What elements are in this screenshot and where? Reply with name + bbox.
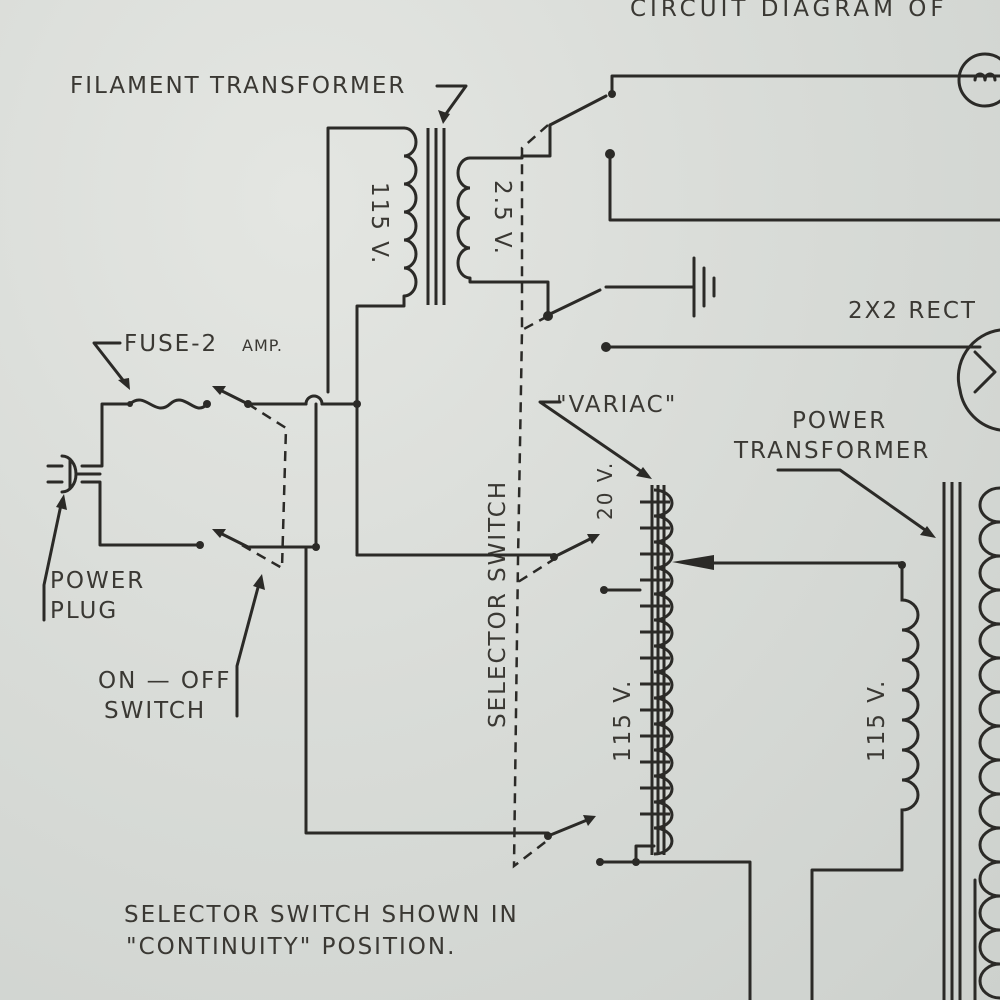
wire-crossover xyxy=(304,394,324,406)
fuse-label-arrow xyxy=(92,341,128,386)
fuse-arrowhead xyxy=(118,378,130,390)
power-plug-icon xyxy=(46,454,102,494)
onoff-arrowhead xyxy=(253,574,265,590)
diagram-title: CIRCUIT DIAGRAM OF xyxy=(630,0,948,22)
rectifier-tube-icon xyxy=(956,328,1000,432)
power-transformer-label-arrow xyxy=(776,468,930,534)
selector-switch-label: SELECTOR SWITCH xyxy=(485,480,511,728)
filament-primary-coil xyxy=(403,126,418,298)
filament-primary-top-wire xyxy=(326,126,406,394)
power-secondary-coil xyxy=(978,486,1000,1000)
fuse-label: FUSE-2 xyxy=(124,331,218,357)
selector-gang-link-3 xyxy=(517,556,557,584)
selector-bottom-blade xyxy=(546,816,594,838)
power-transformer xyxy=(900,482,1000,1000)
ground-wire xyxy=(604,258,696,289)
power-plug-arrow xyxy=(42,498,64,622)
rectifier-label: 2X2 RECT xyxy=(848,298,977,324)
power-transformer-label-2: TRANSFORMER xyxy=(733,438,930,464)
onoff-arrow xyxy=(235,578,262,718)
fuse-icon xyxy=(128,398,209,410)
power-plug-arrowhead xyxy=(56,494,67,510)
filament-primary-voltage: 115 V. xyxy=(366,182,392,265)
variac-coil-bottom-lead xyxy=(634,844,656,864)
selector-bottom-arrowhead xyxy=(583,815,596,826)
variac-label: "VARIAC" xyxy=(556,392,677,418)
onoff-label-2: SWITCH xyxy=(104,698,206,724)
filament-secondary-voltage: 2.5 V. xyxy=(489,180,515,256)
note-line-1: SELECTOR SWITCH SHOWN IN xyxy=(124,902,519,928)
filament-secondary-bottom-wire xyxy=(468,276,550,317)
filament-secondary-coil xyxy=(456,156,471,280)
variac-20v-label: 20 V. xyxy=(593,461,617,520)
power-plug-label-2: PLUG xyxy=(50,598,118,624)
variac-115v-label: 115 V. xyxy=(610,679,636,762)
onoff-gang-link xyxy=(239,402,288,571)
filament-arrowhead xyxy=(438,110,450,124)
variac-arrowhead xyxy=(636,467,652,479)
power-plug-label-1: POWER xyxy=(50,568,145,594)
selector-variac-arrowhead xyxy=(587,534,600,544)
variac-coil xyxy=(653,488,674,856)
variac-label-arrow xyxy=(538,400,647,476)
selector-top-blade-1 xyxy=(548,94,608,127)
selector-variac-blade xyxy=(552,534,598,559)
filament-primary-bottom-wire xyxy=(355,294,406,557)
variac-autotransformer xyxy=(640,485,674,856)
selector-mid-blade xyxy=(546,288,602,317)
onoff-bottom-arrowhead xyxy=(212,529,226,538)
selector-top-wire-2 xyxy=(608,152,1000,222)
fuse-terminal-left xyxy=(127,401,133,407)
return-wire xyxy=(304,418,550,835)
variac-wiper-arrowhead xyxy=(672,555,714,570)
filament-transformer xyxy=(403,126,471,305)
selector-gang-link xyxy=(512,124,549,869)
lamp-icon xyxy=(957,52,1000,108)
fuse-unit-label: AMP. xyxy=(242,336,283,355)
selector-top-wire-1 xyxy=(610,74,1000,96)
power-primary-coil xyxy=(900,565,920,840)
onoff-label-1: ON — OFF xyxy=(98,668,232,694)
onoff-bottom-terminal xyxy=(196,541,204,549)
filament-label-arrow xyxy=(435,84,468,120)
plug-bottom-wire xyxy=(80,480,202,547)
fuse-terminal-right xyxy=(203,400,211,408)
ground-icon xyxy=(692,256,716,318)
variac-bottom-wire xyxy=(598,860,752,1000)
filament-transformer-label: FILAMENT TRANSFORMER xyxy=(70,73,406,99)
note-line-2: "CONTINUITY" POSITION. xyxy=(126,934,456,960)
power-primary-bottom-wire xyxy=(810,838,904,1000)
contact-top-1 xyxy=(608,90,616,98)
plug-top-wire xyxy=(80,402,132,468)
filament-secondary-top-wire xyxy=(468,123,552,160)
power-primary-voltage: 115 V. xyxy=(864,679,890,762)
power-transformer-label-1: POWER xyxy=(792,408,887,434)
junction-filament-primary xyxy=(353,400,361,408)
onoff-top-arrowhead xyxy=(212,386,226,395)
selector-gang-link-2 xyxy=(521,314,549,332)
power-transformer-arrowhead xyxy=(920,526,936,538)
